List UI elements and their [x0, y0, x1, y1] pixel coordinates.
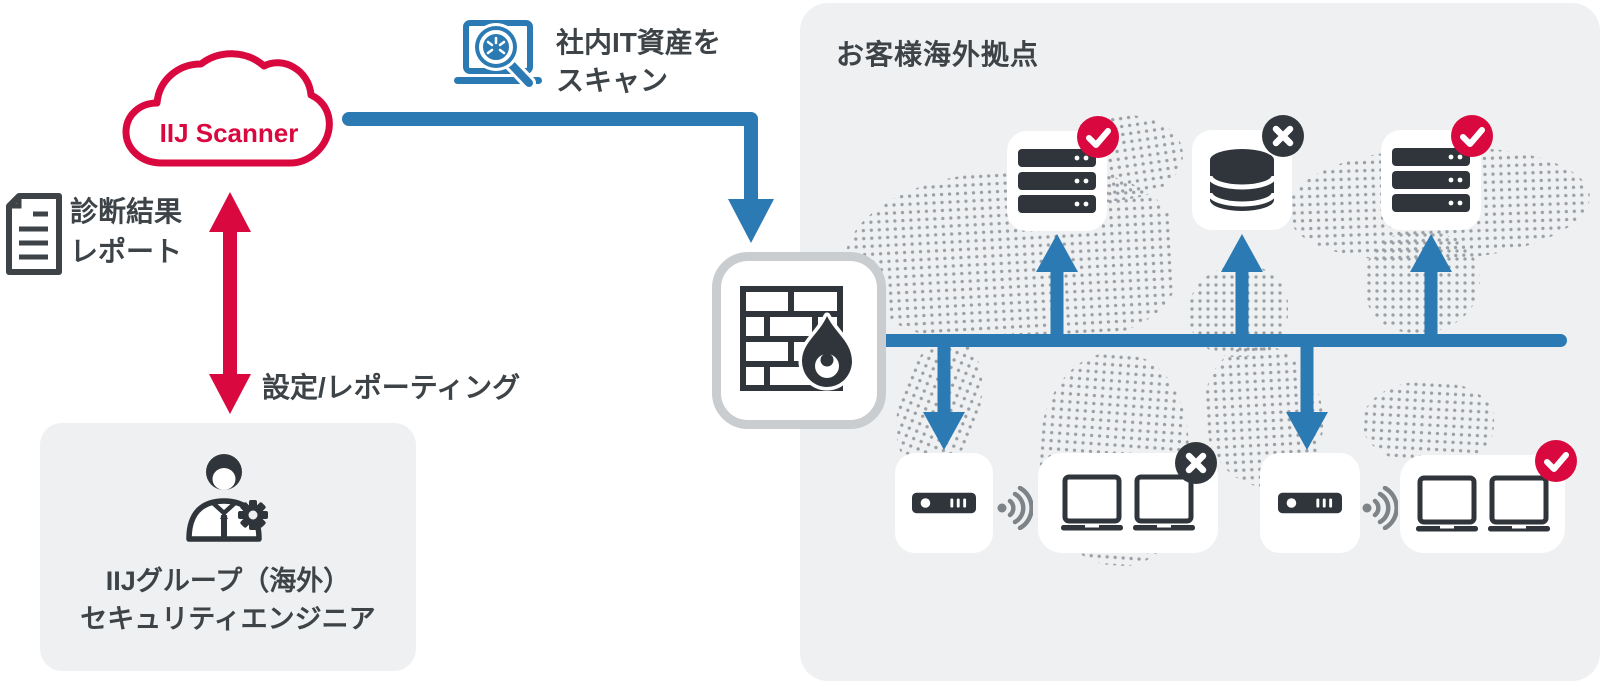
wifi-signal-icon [1362, 486, 1398, 530]
cloud-icon [122, 50, 333, 167]
network-line [878, 334, 1567, 347]
firewall-brick-flame-icon [740, 285, 856, 391]
status-ok-badge [1535, 440, 1577, 482]
status-error-badge [1262, 115, 1304, 157]
check-badge-icon [1460, 127, 1485, 147]
check-badge-icon [1086, 128, 1111, 148]
cloud-label: IIJ Scanner [159, 118, 299, 148]
world-map-dots [1365, 231, 1480, 333]
report-annotation-line1: 診断結果 [70, 196, 183, 227]
report-document-icon [6, 193, 62, 275]
status-ok-badge [1451, 115, 1493, 157]
device-card-server-1 [1007, 116, 1119, 231]
device-card-laptops-2 [1400, 440, 1577, 553]
status-ok-badge [1077, 116, 1119, 158]
cross-badge-icon [1185, 452, 1207, 474]
check-badge-icon [1544, 452, 1569, 472]
laptops-icon [1061, 474, 1195, 531]
wifi-signal-icon [997, 486, 1033, 530]
up-arrow [1036, 234, 1078, 342]
database-icon [1207, 149, 1277, 211]
device-card-laptops-1 [1038, 442, 1218, 553]
cross-badge-icon [1272, 125, 1294, 147]
firewall-card [712, 252, 886, 429]
wireless-router-icon [912, 492, 976, 514]
up-arrow [1221, 234, 1263, 342]
setting-annotation: 設定/レポーティング [262, 372, 521, 403]
engineer-box: IIJグループ（海外） セキュリティエンジニア [40, 423, 416, 671]
server-icon [1392, 148, 1470, 212]
engineer-person-gear-icon [186, 454, 268, 542]
laptop-scan-magnifier-icon [454, 20, 542, 90]
config-reporting-arrow [209, 192, 251, 414]
device-card-server-2 [1381, 115, 1493, 230]
scan-flow-arrow [342, 112, 774, 243]
engineer-box-line1: IIJグループ（海外） [105, 566, 351, 596]
server-icon [1018, 149, 1096, 213]
device-card-router-2 [1260, 453, 1360, 553]
device-card-router-1 [895, 453, 993, 553]
status-error-badge [1175, 442, 1217, 484]
down-arrow [1286, 340, 1328, 450]
report-annotation-line2: レポート [70, 236, 183, 267]
device-card-database [1192, 115, 1304, 230]
down-arrow [923, 340, 965, 450]
scan-annotation-line1: 社内IT資産を [556, 27, 721, 58]
up-arrow [1410, 234, 1452, 342]
engineer-box-line2: セキュリティエンジニア [80, 604, 376, 634]
laptops-icon [1415, 475, 1550, 532]
panel-title: お客様海外拠点 [836, 39, 1040, 70]
scan-annotation-line2: スキャン [556, 65, 669, 96]
wireless-router-icon [1278, 492, 1342, 514]
